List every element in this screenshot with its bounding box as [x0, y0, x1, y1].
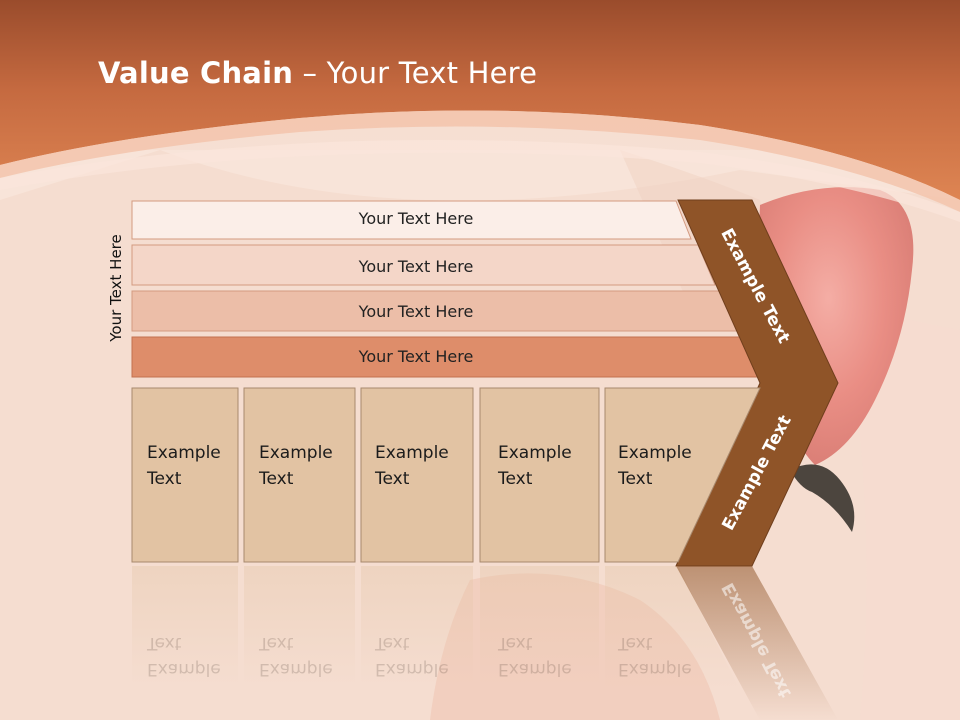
box-label-3-line2: Text	[375, 469, 410, 489]
box-label-4-line2: Text	[498, 469, 533, 489]
box-reflection-4-line1: Example	[498, 659, 572, 679]
box-reflection-2-line2: Text	[259, 633, 294, 653]
box-label-2-line1: Example	[259, 443, 333, 463]
box-reflection-4-line2: Text	[498, 633, 533, 653]
box-reflection-5-line1: Example	[618, 659, 692, 679]
row-shape-2	[131, 244, 716, 286]
box-shape-1	[131, 387, 239, 563]
box-label-1-line2: Text	[147, 469, 182, 489]
box-label-5: Example Text	[618, 440, 692, 492]
title-bold: Value Chain	[98, 56, 294, 90]
box-label-5-line2: Text	[618, 469, 653, 489]
box-label-1-line1: Example	[147, 443, 221, 463]
box-label-2-line2: Text	[259, 469, 294, 489]
box-label-2: Example Text	[259, 440, 333, 492]
box-reflection-3: Example Text	[375, 630, 449, 682]
box-label-5-line1: Example	[618, 443, 692, 463]
row-shape-1	[131, 200, 692, 240]
box-shape-2	[243, 387, 356, 563]
box-reflection-2-line1: Example	[259, 659, 333, 679]
box-label-3-line1: Example	[375, 443, 449, 463]
box-reflection-1-line1: Example	[147, 659, 221, 679]
box-shape-4	[479, 387, 600, 563]
box-label-3: Example Text	[375, 440, 449, 492]
row-label-2: Your Text Here	[358, 257, 474, 276]
box-reflection-1: Example Text	[147, 630, 221, 682]
box-reflection-3-line2: Text	[375, 633, 410, 653]
box-reflection-2: Example Text	[259, 630, 333, 682]
box-reflection-4: Example Text	[498, 630, 572, 682]
box-shape-5	[604, 387, 761, 563]
title-rest: – Your Text Here	[293, 56, 538, 90]
box-shape-3	[360, 387, 474, 563]
box-label-1: Example Text	[147, 440, 221, 492]
slide-title: Value Chain – Your Text Here	[98, 56, 537, 90]
box-reflection-5-line2: Text	[618, 633, 653, 653]
row-label-4: Your Text Here	[358, 347, 474, 366]
box-reflection-3-line1: Example	[375, 659, 449, 679]
box-reflection-1-line2: Text	[147, 633, 182, 653]
row-label-3: Your Text Here	[358, 302, 474, 321]
box-label-4-line1: Example	[498, 443, 572, 463]
vertical-label: Your Text Here	[107, 234, 125, 342]
box-reflection-5: Example Text	[618, 630, 692, 682]
row-label-1: Your Text Here	[358, 209, 474, 228]
box-label-4: Example Text	[498, 440, 572, 492]
